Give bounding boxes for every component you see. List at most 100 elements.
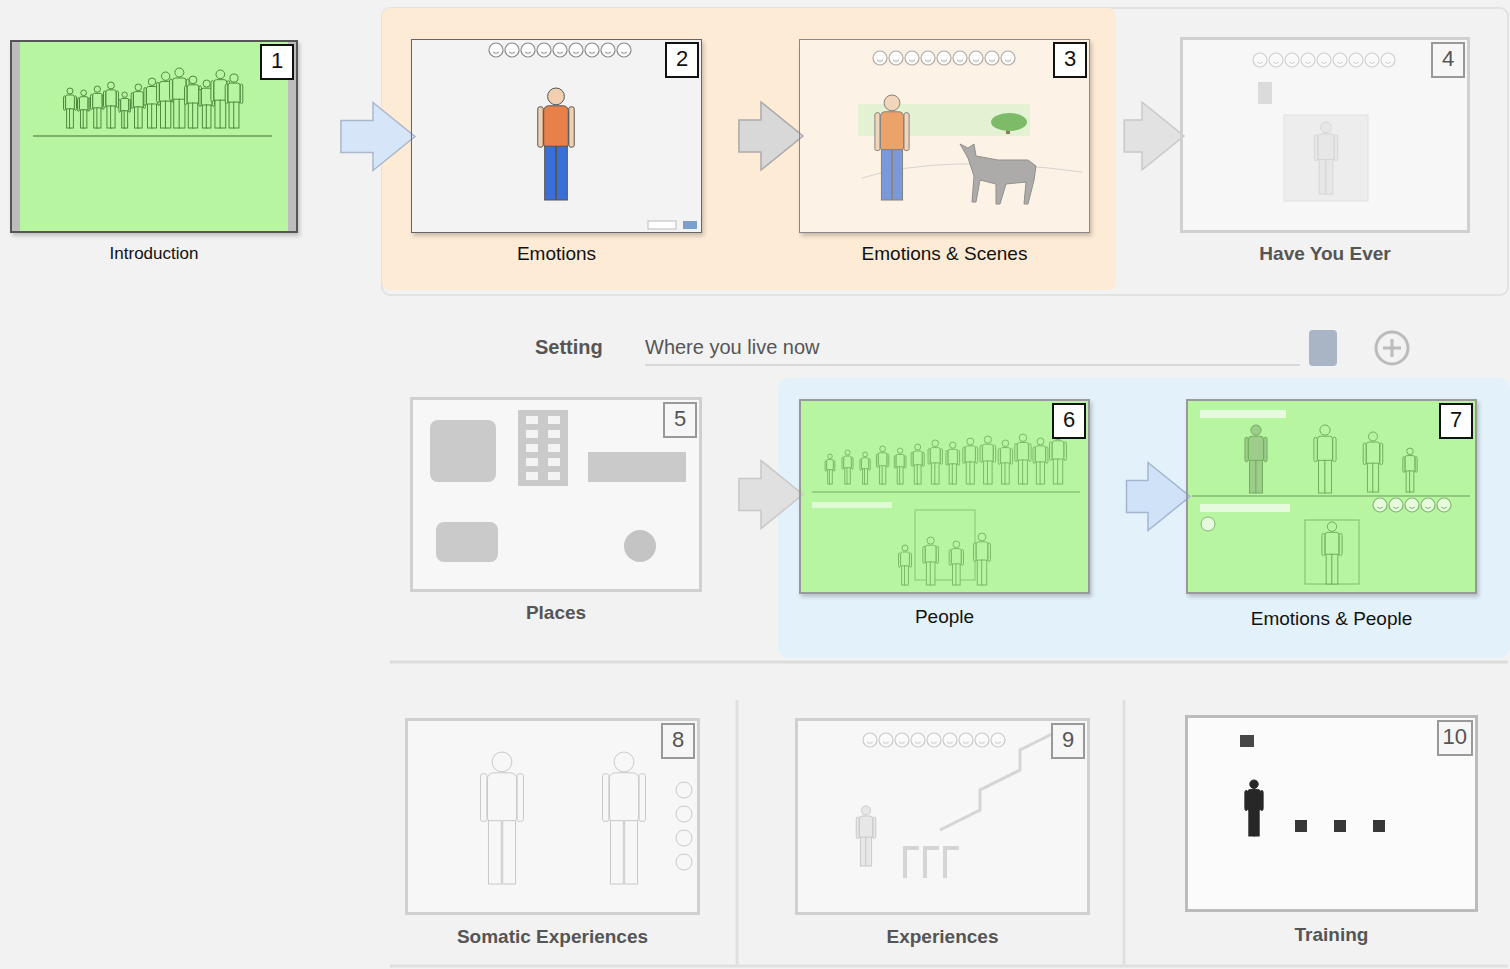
drawing-part <box>985 51 999 65</box>
drawing-part <box>676 830 692 846</box>
thumbnail: 6 <box>799 399 1090 594</box>
drawing-part <box>880 112 903 152</box>
drawing-part <box>882 466 886 484</box>
drawing-part <box>1410 471 1414 492</box>
drawing-part <box>185 86 188 105</box>
thumb-ground <box>1185 715 1478 912</box>
people-band <box>778 378 1510 658</box>
drawing-part <box>639 774 645 822</box>
drawing-part <box>1260 790 1263 810</box>
drawing-part <box>1334 820 1346 832</box>
drawing-part <box>1333 53 1347 67</box>
drawing-part <box>1200 504 1290 512</box>
drawing-part <box>220 100 226 128</box>
callout-number: 7 <box>1439 403 1473 439</box>
drawing-part <box>518 410 568 486</box>
drawing-part <box>67 88 73 94</box>
block-arrow <box>1124 102 1184 170</box>
drawing-part <box>963 742 969 744</box>
module-label: Training <box>1165 923 1498 947</box>
drawing-part <box>899 742 905 744</box>
drawing-part <box>70 109 74 128</box>
drawing-part <box>1373 498 1387 512</box>
drawing-part <box>165 101 170 128</box>
drawing-part <box>1321 62 1327 64</box>
drawing-part <box>1258 82 1272 104</box>
drawing-part <box>956 564 960 585</box>
faded-illustration <box>1253 53 1395 201</box>
drawing-part <box>1245 437 1248 461</box>
drawing-part <box>889 51 903 65</box>
drawing-part <box>526 458 538 466</box>
module-label: Somatic Experiences <box>385 925 720 949</box>
faded-illustration <box>481 752 692 884</box>
module-node: 7Emotions & People <box>1186 399 1477 635</box>
drawing-part <box>614 752 634 772</box>
module-label: Emotions <box>391 242 722 266</box>
drawing-part <box>935 463 939 484</box>
drawing-part <box>1201 517 1215 531</box>
module-node: 5Places <box>410 397 702 629</box>
drawing-part <box>941 60 947 62</box>
person-figure <box>538 88 574 200</box>
drawing-part <box>234 102 239 128</box>
drawing-part <box>867 742 873 744</box>
drawing-part <box>544 106 569 149</box>
drawing-part <box>963 447 965 464</box>
drawing-part <box>1015 444 1017 462</box>
drawing-part <box>1441 507 1447 509</box>
drawing-part <box>1240 735 1254 747</box>
drawing-part <box>1363 443 1366 465</box>
thumbnail: 10 <box>1185 715 1478 912</box>
figures <box>1192 410 1470 584</box>
drawing-part <box>915 742 921 744</box>
drawing-part <box>144 88 146 106</box>
drawing-part <box>969 51 983 65</box>
drawing-part <box>862 806 871 815</box>
drawing-part <box>517 774 523 822</box>
drawing-part <box>492 752 512 772</box>
drawing-part <box>1319 460 1326 493</box>
drawing-part <box>961 550 963 566</box>
drawing-part <box>995 742 1001 744</box>
drawing-part <box>135 84 142 91</box>
thumb-ground <box>799 399 1090 594</box>
drawing-part <box>873 51 887 65</box>
drawing-part <box>1249 436 1264 462</box>
drawing-part <box>548 416 560 424</box>
drawing-part <box>902 545 908 551</box>
drawing-part <box>1273 62 1279 64</box>
drawing-part <box>1353 62 1359 64</box>
drawing-part <box>538 107 543 147</box>
button <box>648 221 676 229</box>
drawing-part <box>1326 159 1333 194</box>
stepper-icon <box>1309 330 1337 366</box>
drawing-part <box>601 43 615 57</box>
drawing-part <box>1256 460 1263 493</box>
drawing-part <box>548 458 560 466</box>
drawing-part <box>521 43 535 57</box>
drawing-part <box>161 72 169 80</box>
drawing-part <box>883 742 889 744</box>
drawing-part <box>33 135 272 137</box>
drawing-part <box>548 472 560 480</box>
drawing-part <box>481 774 487 822</box>
drawing-part <box>953 541 960 548</box>
drawing-part <box>537 43 551 57</box>
drawing-part <box>1349 53 1363 67</box>
drawing-part <box>936 546 938 563</box>
drawing-part <box>862 458 869 470</box>
drawing-part <box>93 93 102 109</box>
emotion-icons <box>873 51 1015 65</box>
drawing-part <box>676 782 692 798</box>
drawing-part <box>915 510 975 580</box>
drawing-part <box>812 502 892 508</box>
callout-number: 4 <box>1431 42 1465 78</box>
drawing-part <box>1250 780 1258 788</box>
thumbnail: 3 <box>799 39 1090 233</box>
drawing-part <box>895 733 909 747</box>
drawing-part <box>573 52 579 54</box>
drawing-part <box>1251 425 1261 435</box>
thumb-ground <box>410 397 702 592</box>
